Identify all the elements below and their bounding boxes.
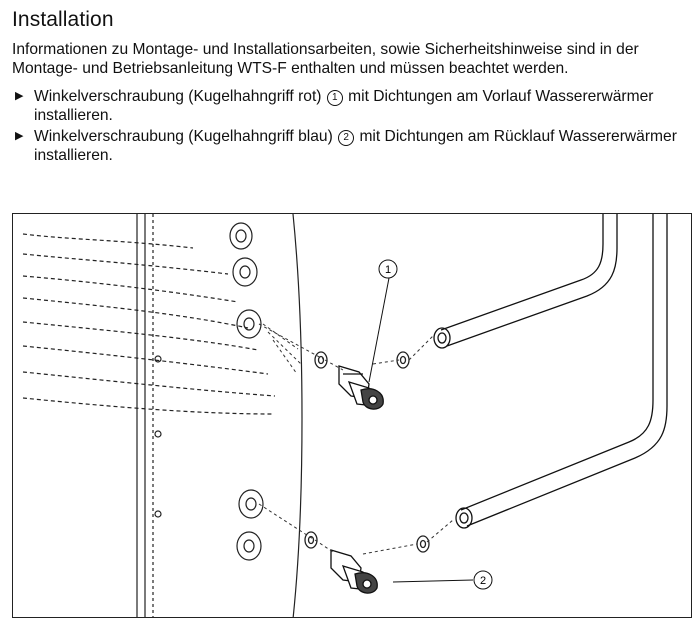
- bullet-arrow-icon: ▶: [15, 90, 24, 102]
- step-1-text-before: Winkelverschraubung (Kugelhahngriff rot): [34, 88, 326, 105]
- pipe-icon: [433, 214, 668, 529]
- step-2-text-before: Winkelverschraubung (Kugelhahngriff blau…: [34, 128, 338, 145]
- step-2-text-after: mit Dichtungen am Rücklauf Wassererwärme…: [34, 128, 677, 164]
- instruction-step-2: ▶ Winkelverschraubung (Kugelhahngriff bl…: [12, 127, 692, 165]
- section-heading: Installation: [12, 8, 114, 31]
- installation-drawing: 1 2: [22, 214, 668, 617]
- instruction-step-1: ▶ Winkelverschraubung (Kugelhahngriff ro…: [12, 87, 692, 125]
- intro-paragraph: Informationen zu Montage- und Installati…: [12, 41, 639, 77]
- step-1-text-after: mit Dichtungen am Vorlauf Wassererwärmer…: [34, 88, 654, 124]
- callout-marker-2: 2: [338, 130, 355, 146]
- callout-label-1: 1: [385, 264, 391, 276]
- figure-callout-2: 2: [392, 570, 493, 590]
- angle-fitting-red-handle-icon: [338, 365, 384, 410]
- bullet-arrow-icon: ▶: [15, 130, 24, 142]
- document-page: Installation Informationen zu Montage- u…: [12, 0, 692, 167]
- angle-fitting-blue-handle-icon: [330, 549, 378, 594]
- callout-label-2: 2: [480, 575, 486, 587]
- installation-diagram: 1 2: [12, 213, 692, 618]
- figure-callout-1: 1: [368, 259, 398, 383]
- instruction-list: ▶ Winkelverschraubung (Kugelhahngriff ro…: [12, 87, 692, 165]
- callout-marker-1: 1: [326, 90, 343, 106]
- water-heater-tank-icon: [22, 214, 303, 617]
